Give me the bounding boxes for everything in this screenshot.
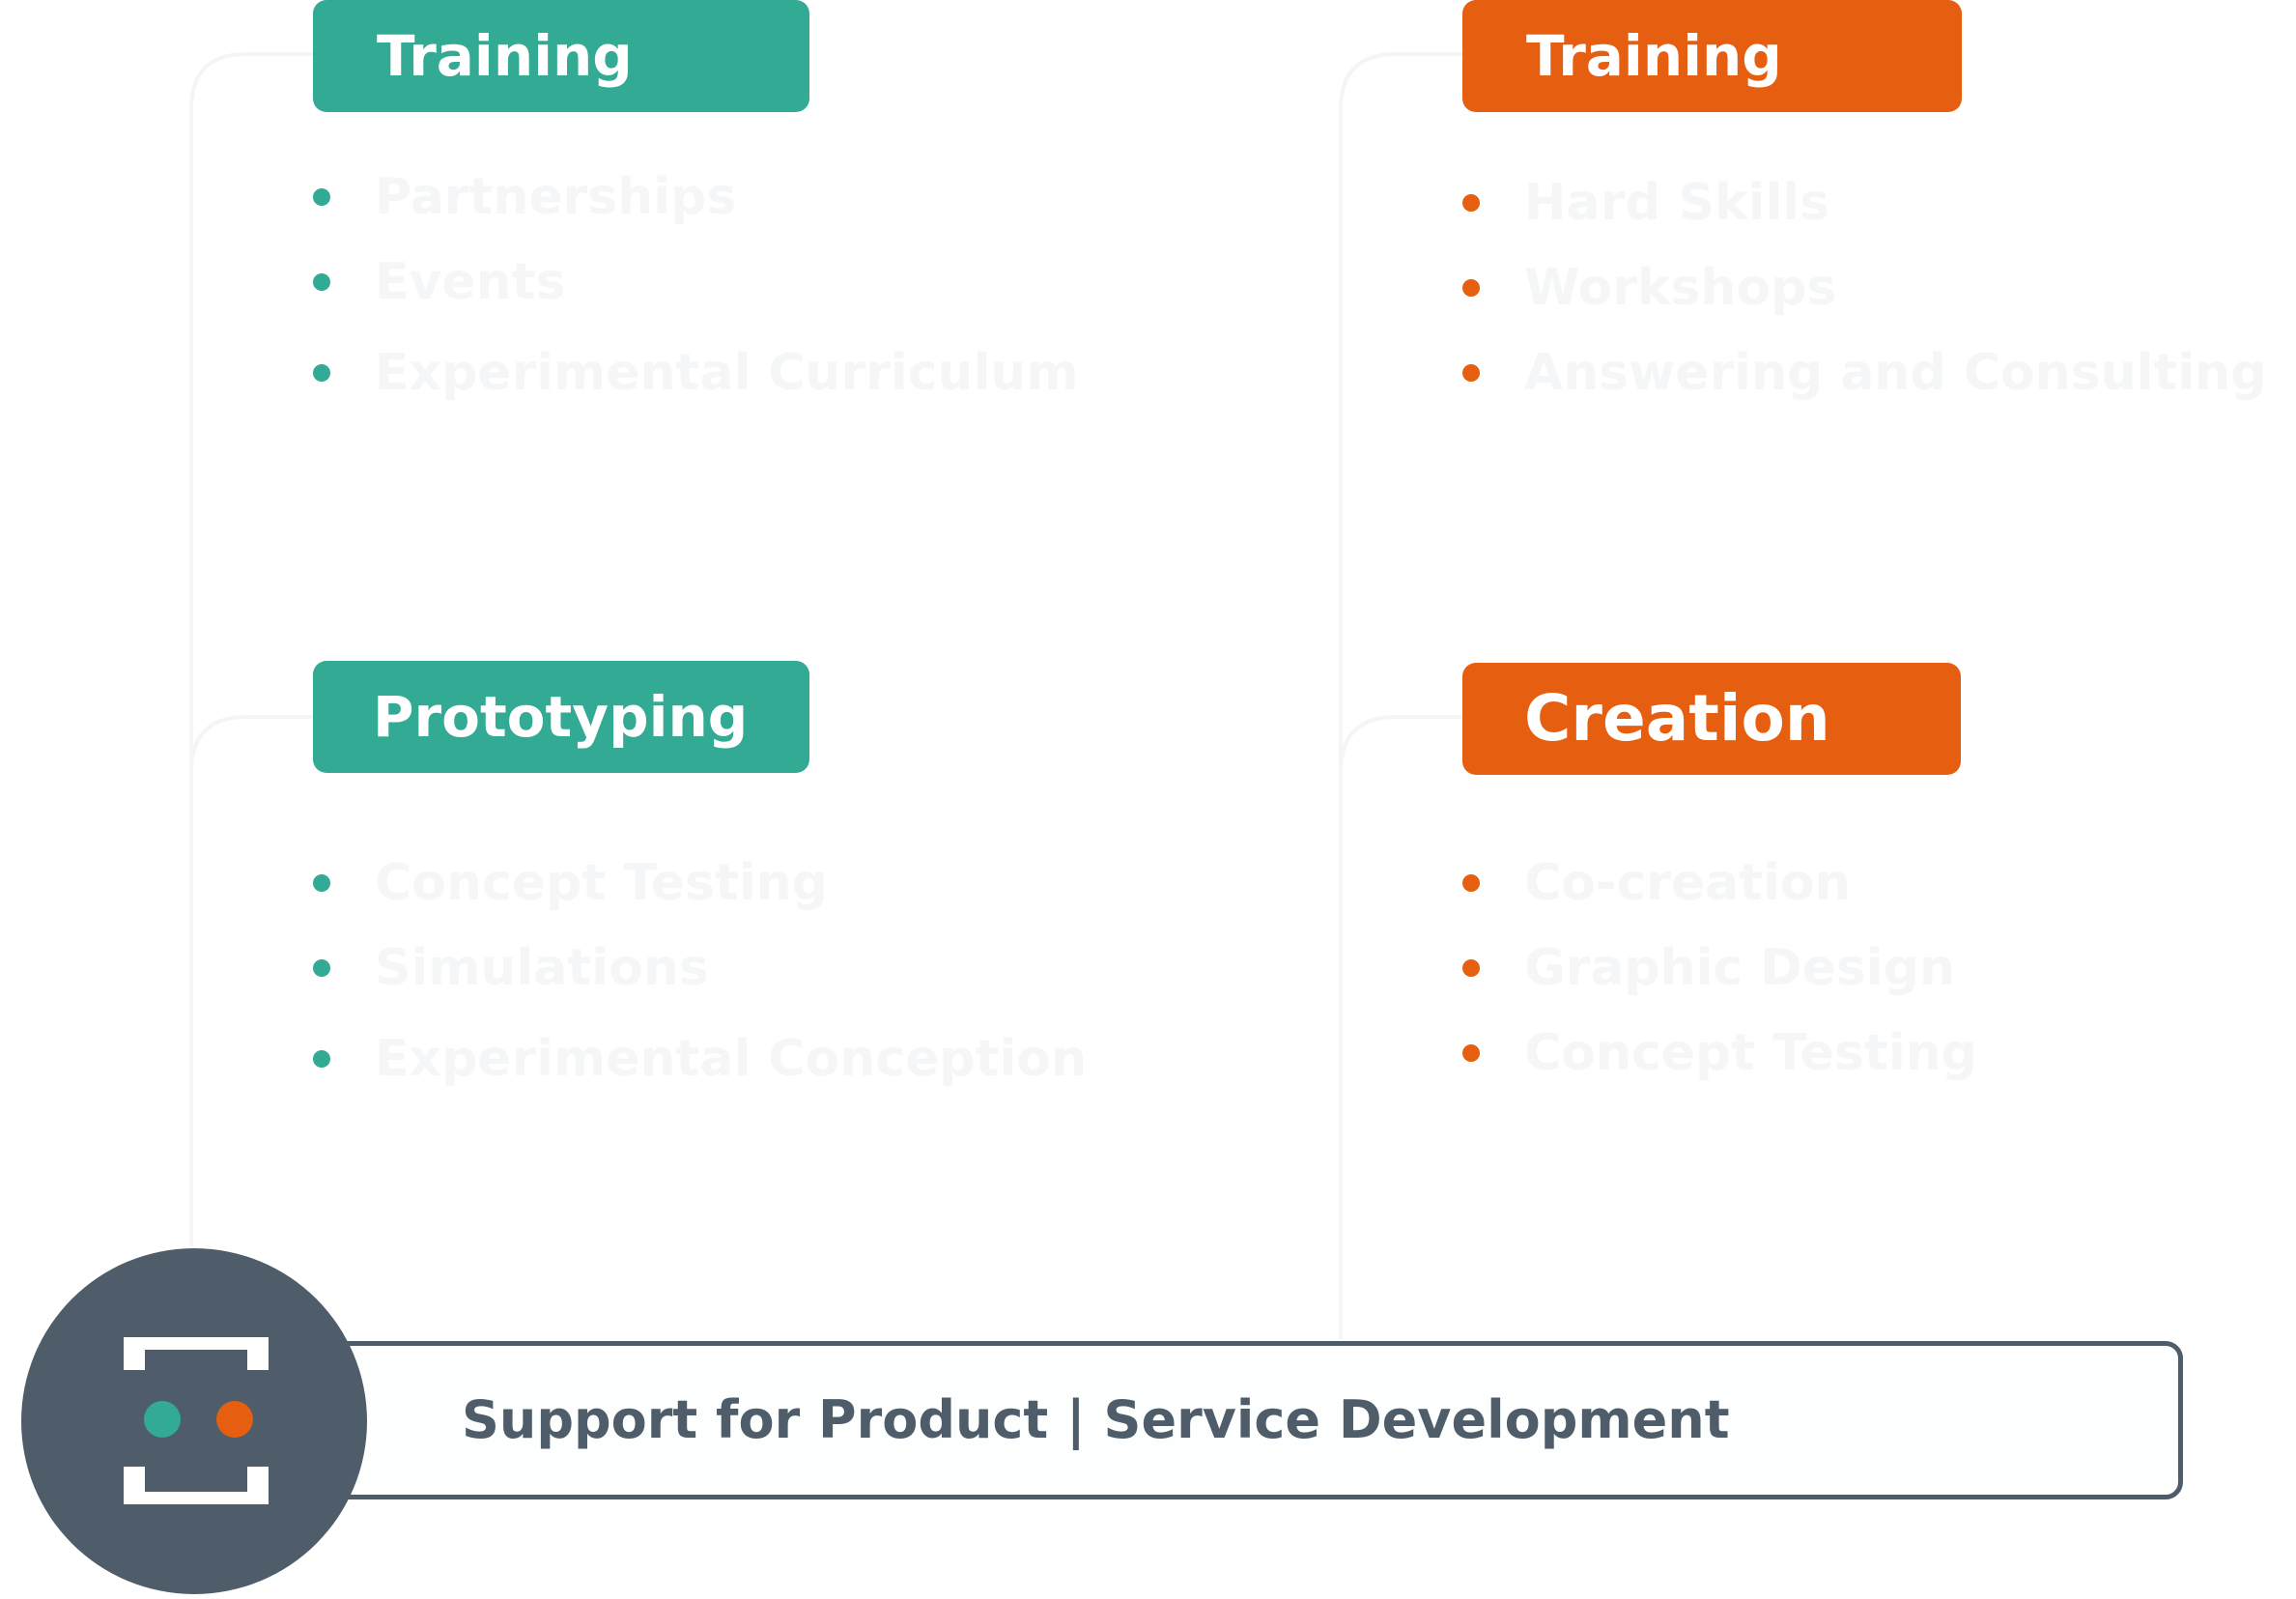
list-item: Simulations xyxy=(313,926,1087,1011)
training-pill-orange: Training xyxy=(1462,0,1962,112)
bullet-dot-icon xyxy=(1462,279,1480,297)
bullet-dot-icon xyxy=(313,959,330,977)
list-item: Graphic Design xyxy=(1462,926,1977,1011)
list-item: Events xyxy=(313,240,1079,325)
training-list-teal: Partnerships Events Experimental Curricu… xyxy=(313,155,1079,415)
list-item: Co-creation xyxy=(1462,841,1977,926)
prototyping-pill: Prototyping xyxy=(313,661,809,773)
list-item: Experimental Conception xyxy=(313,1016,1087,1101)
bullet-dot-icon xyxy=(313,1050,330,1068)
connector-left xyxy=(189,52,314,1246)
list-item: Experimental Curriculum xyxy=(313,330,1079,415)
connector-right-mid xyxy=(1339,715,1462,773)
training-list-orange: Hard Skills Workshops Answering and Cons… xyxy=(1462,160,2266,415)
list-item: Partnerships xyxy=(313,155,1079,240)
list-item: Concept Testing xyxy=(1462,1011,1977,1096)
list-item: Concept Testing xyxy=(313,841,1087,926)
prototyping-title: Prototyping xyxy=(373,684,749,750)
list-item: Answering and Consulting xyxy=(1462,330,2266,415)
training-title-orange: Training xyxy=(1526,23,1782,89)
training-pill-teal: Training xyxy=(313,0,809,112)
list-item: Workshops xyxy=(1462,245,2266,330)
creation-list: Co-creation Graphic Design Concept Testi… xyxy=(1462,841,1977,1096)
list-item: Hard Skills xyxy=(1462,160,2266,245)
bullet-dot-icon xyxy=(313,273,330,291)
creation-title: Creation xyxy=(1524,681,1830,756)
training-title-teal: Training xyxy=(377,23,633,89)
bullet-dot-icon xyxy=(313,874,330,892)
creation-pill: Creation xyxy=(1462,663,1961,775)
bullet-dot-icon xyxy=(313,188,330,206)
connector-right xyxy=(1339,52,1462,1339)
connector-left-mid xyxy=(189,715,314,773)
bullet-dot-icon xyxy=(1462,1044,1480,1062)
bullet-dot-icon xyxy=(1462,194,1480,212)
bullet-dot-icon xyxy=(1462,364,1480,382)
bullet-dot-icon xyxy=(1462,959,1480,977)
support-bar xyxy=(319,1341,2183,1499)
bracket-dots-icon xyxy=(124,1337,269,1504)
prototyping-list: Concept Testing Simulations Experimental… xyxy=(313,841,1087,1101)
bullet-dot-icon xyxy=(313,364,330,382)
support-badge xyxy=(21,1248,367,1594)
bullet-dot-icon xyxy=(1462,874,1480,892)
support-label: Support for Product | Service Developmen… xyxy=(462,1389,1730,1450)
